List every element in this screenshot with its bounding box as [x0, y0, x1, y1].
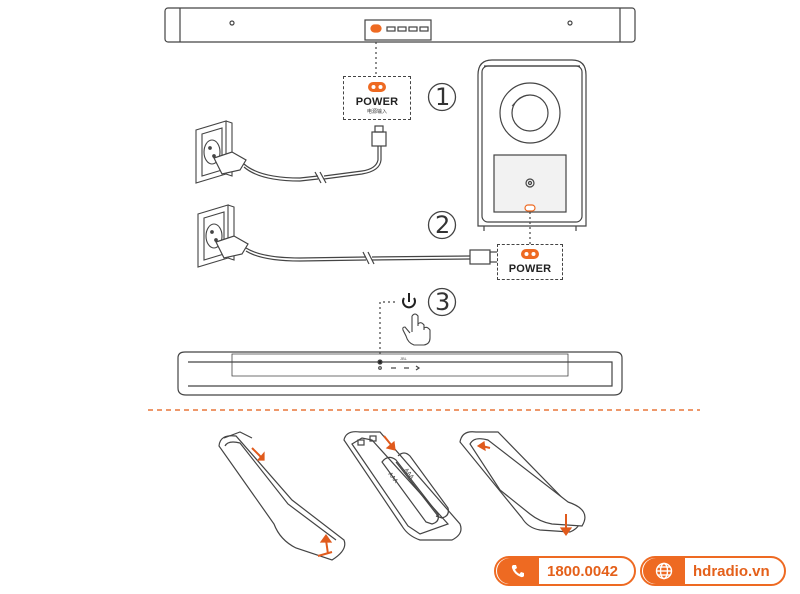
- subwoofer-power-port-label: POWER: [497, 244, 563, 280]
- power-subtitle: 电源输入: [366, 109, 387, 115]
- power-port-icon: [368, 82, 386, 92]
- phone-number: 1800.0042: [547, 562, 618, 580]
- globe-icon: [643, 558, 685, 584]
- wall-socket-icon: [197, 204, 235, 268]
- phone-badge[interactable]: 1800.0042: [494, 556, 636, 586]
- power-cord-1: [213, 125, 387, 184]
- power-port-icon: [521, 249, 539, 259]
- power-title: POWER: [508, 263, 552, 275]
- power-button-callout: [379, 293, 431, 354]
- remote-battery-compartment: AAA AAA: [343, 431, 462, 541]
- power-title: POWER: [355, 96, 399, 108]
- phone-icon: [497, 558, 539, 584]
- wall-socket-icon: [195, 120, 233, 184]
- remote-cover-open: [218, 431, 346, 561]
- subwoofer: [477, 59, 587, 244]
- website-badge[interactable]: hdradio.vn: [640, 556, 786, 586]
- hand-pointer-icon: [402, 313, 431, 346]
- power-cord-2: [215, 235, 499, 265]
- svg-text:JBL: JBL: [400, 356, 408, 361]
- soundbar-rear-view: [164, 7, 636, 76]
- power-icon: [402, 293, 416, 309]
- arrow-icon: [251, 447, 263, 459]
- website-url: hdradio.vn: [693, 562, 770, 580]
- soundbar-power-port-label: POWER 电源输入: [343, 76, 411, 120]
- remote-cover-closing: [459, 431, 586, 537]
- soundbar-front-view: JBL: [177, 351, 623, 396]
